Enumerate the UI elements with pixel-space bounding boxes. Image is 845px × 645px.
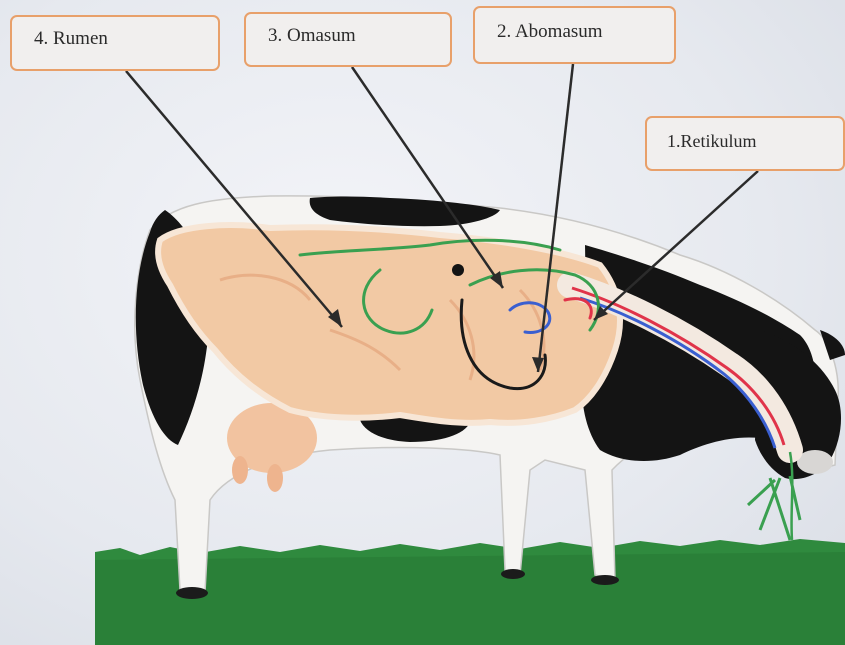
retikulum-label: 1.Retikulum bbox=[645, 116, 845, 171]
rumen-label: 4. Rumen bbox=[10, 15, 220, 71]
abomasum-label: 2. Abomasum bbox=[473, 6, 676, 64]
omasum-label: 3. Omasum bbox=[244, 12, 452, 67]
